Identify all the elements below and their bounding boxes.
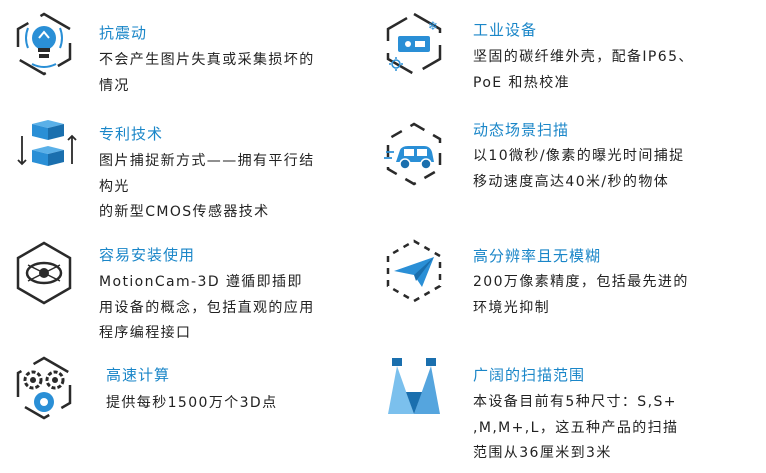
feature-line: 用设备的概念，包括直观的应用 [99,299,315,316]
feature-line: MotionCam-3D 遵循即插即 [99,274,303,290]
gears-icon [8,352,80,424]
feature-line: 200万像素精度，包括最先进的 [473,274,689,290]
feature-line: ,M,M+,L，这五种产品的扫描 [473,419,679,436]
patent-cubes-icon [8,114,80,186]
feature-line: 范围从36厘米到3米 [473,445,612,461]
feature-description: 提供每秒1500万个3D点 [106,391,278,417]
feature-line: 的新型CMOS传感器技术 [99,204,270,220]
feature-description: 不会产生图片失真或采集损坏的 情况 [99,48,315,99]
svg-text:❄: ❄ [428,19,438,33]
feature-title: 高分辨率且无模糊 [473,247,602,265]
feature-line: PoE 和热校准 [473,74,571,91]
plug-and-play-icon [8,237,80,309]
feature-title: 专利技术 [99,125,164,143]
feature-description: 以10微秒/像素的曝光时间捕捉 移动速度高达40米/秒的物体 [473,144,685,195]
paper-plane-icon [378,235,450,307]
feature-line: 图片捕捉新方式——拥有平行结 [99,153,315,169]
feature-line: 提供每秒1500万个3D点 [106,395,278,411]
feature-line: 坚固的碳纤维外壳，配备IP65、 [473,49,694,65]
feature-description: 坚固的碳纤维外壳，配备IP65、 PoE 和热校准 [473,45,694,96]
feature-title: 动态场景扫描 [473,121,570,139]
feature-line: 以10微秒/像素的曝光时间捕捉 [473,148,685,164]
feature-description: 图片捕捉新方式——拥有平行结 构光 的新型CMOS传感器技术 [99,149,315,226]
feature-line: 程序编程接口 [99,325,192,341]
feature-description: 本设备目前有5种尺寸：S,S+ ,M,M+,L，这五种产品的扫描 范围从36厘米… [473,390,678,467]
moving-car-icon [378,118,450,190]
feature-description: 200万像素精度，包括最先进的 环境光抑制 [473,270,689,321]
feature-title: 广阔的扫描范围 [473,366,586,384]
lightbulb-icon [8,8,80,80]
feature-line: 环境光抑制 [473,299,550,316]
feature-title: 高速计算 [106,366,171,384]
feature-description: MotionCam-3D 遵循即插即 用设备的概念，包括直观的应用 程序编程接口 [99,270,315,347]
feature-title: 容易安装使用 [99,246,196,264]
feature-line: 情况 [99,77,130,94]
feature-line: 不会产生图片失真或采集损坏的 [99,52,315,68]
scan-range-icon [378,352,450,424]
feature-line: 构光 [99,178,130,195]
feature-title: 工业设备 [473,21,538,39]
feature-line: 本设备目前有5种尺寸：S,S+ [473,394,677,410]
industrial-camera-icon: ❄ [378,8,450,80]
feature-line: 移动速度高达40米/秒的物体 [473,173,670,190]
feature-title: 抗震动 [99,24,148,42]
